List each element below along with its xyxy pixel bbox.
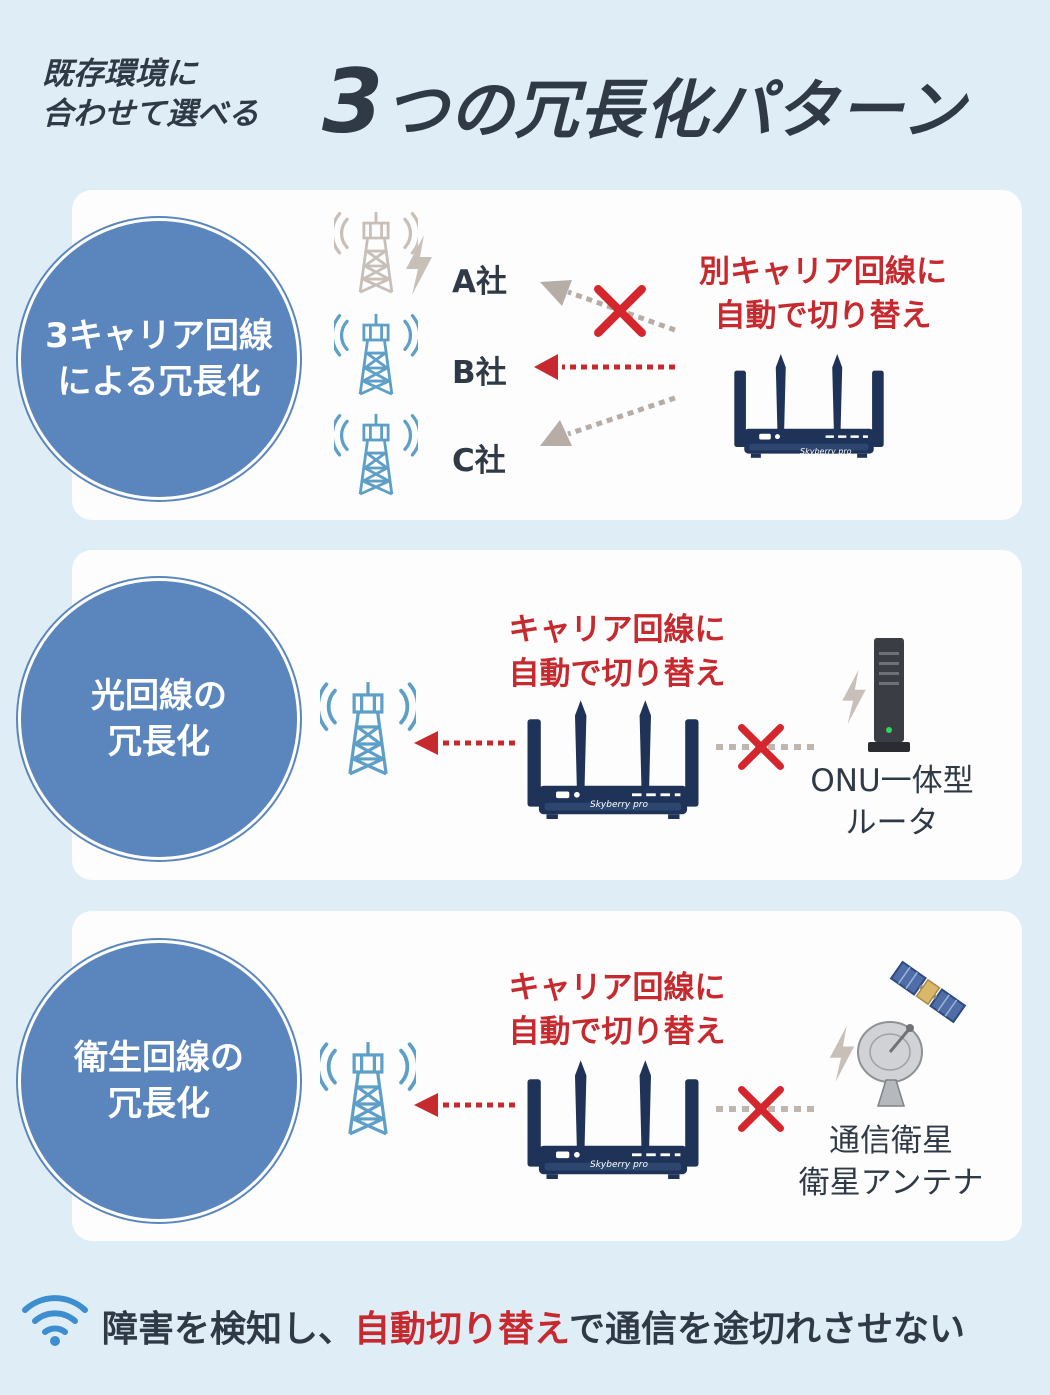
- circle-line-2: による冗長化: [57, 362, 261, 402]
- subtitle-line-2: 合わせて選べる: [42, 96, 259, 132]
- onu-router-icon: [868, 638, 910, 752]
- switch-line-1: キャリア回線に: [508, 612, 726, 648]
- switch-line-2: 自動で切り替え: [508, 656, 726, 692]
- switch-line-2: 自動で切り替え: [508, 1014, 726, 1050]
- router-brand-label: Skyberry pro: [800, 447, 852, 456]
- satellite-icon: [889, 960, 967, 1024]
- pattern-circle-satellite: 衛生回線の 冗長化: [18, 940, 300, 1222]
- device-line-2: ルータ: [845, 805, 939, 841]
- satellite-dish-icon: [857, 1021, 923, 1107]
- cell-tower-icon: [334, 412, 418, 496]
- dotted-line: [716, 1106, 816, 1112]
- cell-tower-icon: [320, 680, 416, 776]
- page-title: 3つの冗長化パターン: [322, 58, 967, 151]
- device-line-1: ONU一体型: [810, 763, 974, 799]
- lightning-icon: [828, 1026, 856, 1082]
- wifi-icon: [22, 1295, 88, 1346]
- switch-label: キャリア回線に 自動で切り替え: [486, 966, 748, 1054]
- circle-line-1: 光回線の: [91, 676, 227, 716]
- title-text: つの冗長化パターン: [384, 74, 967, 148]
- device-line-1: 通信衛星: [829, 1123, 953, 1159]
- circle-line-1: 3キャリア回線: [45, 316, 273, 356]
- circle-line-2: 冗長化: [108, 1084, 210, 1124]
- footer-message: 障害を検知し、自動切り替えで通信を途切れさせない: [20, 1288, 1040, 1358]
- cell-tower-icon: [320, 1040, 416, 1136]
- carrier-label-c: C社: [452, 443, 506, 479]
- footer-text-before: 障害を検知し、: [102, 1309, 355, 1350]
- switch-line-1: 別キャリア回線に: [699, 254, 947, 290]
- footer-text-highlight: 自動切り替え: [354, 1309, 569, 1350]
- carrier-label-b: B社: [452, 355, 507, 391]
- arrow-icon: [534, 354, 675, 380]
- carrier-label-a: A社: [452, 264, 507, 300]
- cross-icon: [738, 724, 784, 770]
- arrow-icon: [414, 1093, 515, 1117]
- switch-label: 別キャリア回線に 自動で切り替え: [688, 250, 958, 338]
- subtitle-line-1: 既存環境に: [42, 56, 197, 92]
- switch-line-1: キャリア回線に: [508, 970, 726, 1006]
- header-subtitle: 既存環境に 合わせて選べる: [42, 54, 259, 134]
- circle-line-1: 衛生回線の: [74, 1038, 244, 1078]
- device-label: 通信衛星 衛星アンテナ: [782, 1120, 1000, 1204]
- dotted-line: [716, 744, 816, 750]
- lightning-icon: [404, 235, 434, 295]
- router-brand-label: Skyberry pro: [590, 800, 649, 810]
- arrow-icon: [540, 395, 676, 446]
- pattern-circle-fiber: 光回線の 冗長化: [18, 578, 300, 860]
- title-number: 3: [322, 50, 385, 153]
- lightning-icon: [840, 670, 868, 724]
- circle-line-2: 冗長化: [108, 722, 210, 762]
- switch-label: キャリア回線に 自動で切り替え: [486, 608, 748, 696]
- pattern-circle-carrier: 3キャリア回線 による冗長化: [18, 218, 300, 500]
- cross-icon: [594, 285, 646, 337]
- footer-text-after: で通信を途切れさせない: [568, 1309, 965, 1350]
- device-line-2: 衛星アンテナ: [798, 1165, 984, 1201]
- arrow-icon: [414, 731, 515, 755]
- device-label: ONU一体型 ルータ: [792, 760, 992, 844]
- header: 既存環境に 合わせて選べる 3つの冗長化パターン: [0, 0, 1050, 180]
- footer-text: 障害を検知し、自動切り替えで通信を途切れさせない: [102, 1300, 965, 1352]
- router-brand-label: Skyberry pro: [590, 1160, 649, 1170]
- cross-icon: [738, 1086, 784, 1132]
- cell-tower-icon: [334, 312, 418, 396]
- switch-line-2: 自動で切り替え: [714, 298, 932, 334]
